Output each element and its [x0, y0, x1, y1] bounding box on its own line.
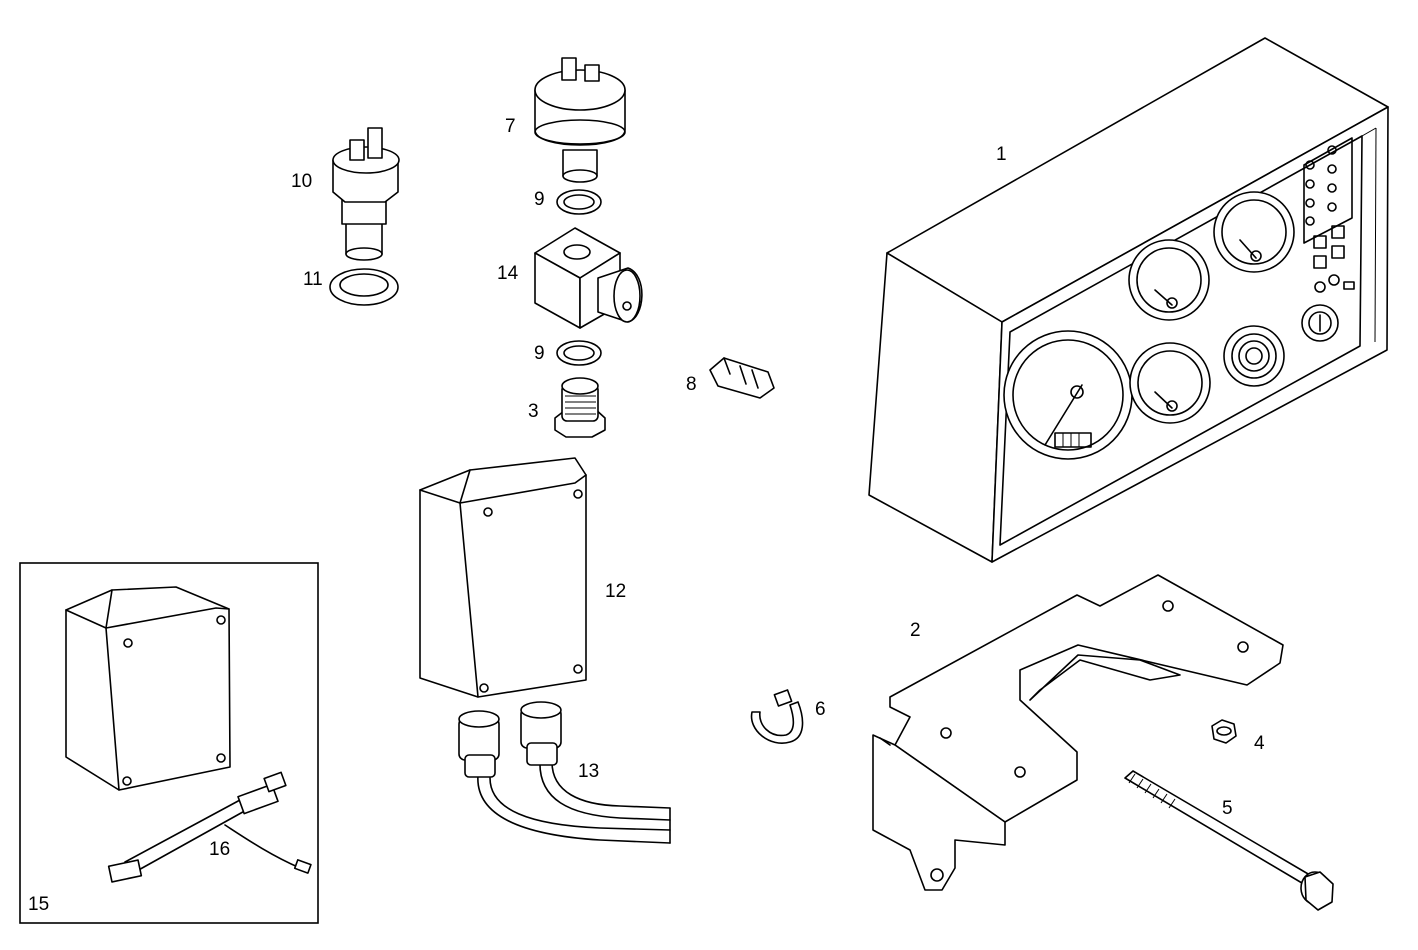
callout-1: 1 — [996, 144, 1007, 165]
plug-part-3 — [554, 377, 606, 438]
nut-part-4 — [1211, 719, 1237, 744]
callout-5: 5 — [1222, 798, 1233, 819]
callout-3: 3 — [528, 401, 539, 422]
mounting-bracket-part-2 — [872, 574, 1284, 891]
callout-11: 11 — [303, 269, 323, 290]
callout-9-upper: 9 — [534, 189, 545, 210]
callout-13: 13 — [578, 761, 600, 782]
callout-4: 4 — [1254, 733, 1265, 754]
callout-9-lower: 9 — [534, 343, 545, 364]
callout-15: 15 — [28, 894, 50, 915]
callout-2: 2 — [910, 620, 921, 641]
callout-6: 6 — [815, 699, 826, 720]
wiring-harness-part-16 — [107, 771, 312, 883]
seal-ring-part-11 — [329, 268, 399, 306]
cable-connectors-part-13 — [458, 701, 671, 844]
instrument-panel-part-1 — [868, 37, 1389, 563]
washer-part-9-lower — [556, 340, 602, 366]
pressure-switch-part-7 — [534, 57, 626, 183]
callout-16: 16 — [209, 839, 231, 860]
cable-tie-part-6 — [750, 689, 804, 744]
callout-8: 8 — [686, 374, 697, 395]
callout-14: 14 — [497, 263, 519, 284]
control-box-part-12 — [419, 457, 587, 698]
inset-kit-part-15 — [19, 562, 319, 924]
callout-12: 12 — [605, 581, 627, 602]
bolt-part-5 — [1124, 770, 1334, 911]
callout-10: 10 — [291, 171, 313, 192]
temperature-switch-part-10 — [332, 127, 400, 261]
adapter-block-part-14 — [534, 227, 643, 329]
washer-part-9-upper — [556, 189, 602, 215]
connector-part-8 — [709, 357, 775, 399]
callout-7: 7 — [505, 116, 516, 137]
